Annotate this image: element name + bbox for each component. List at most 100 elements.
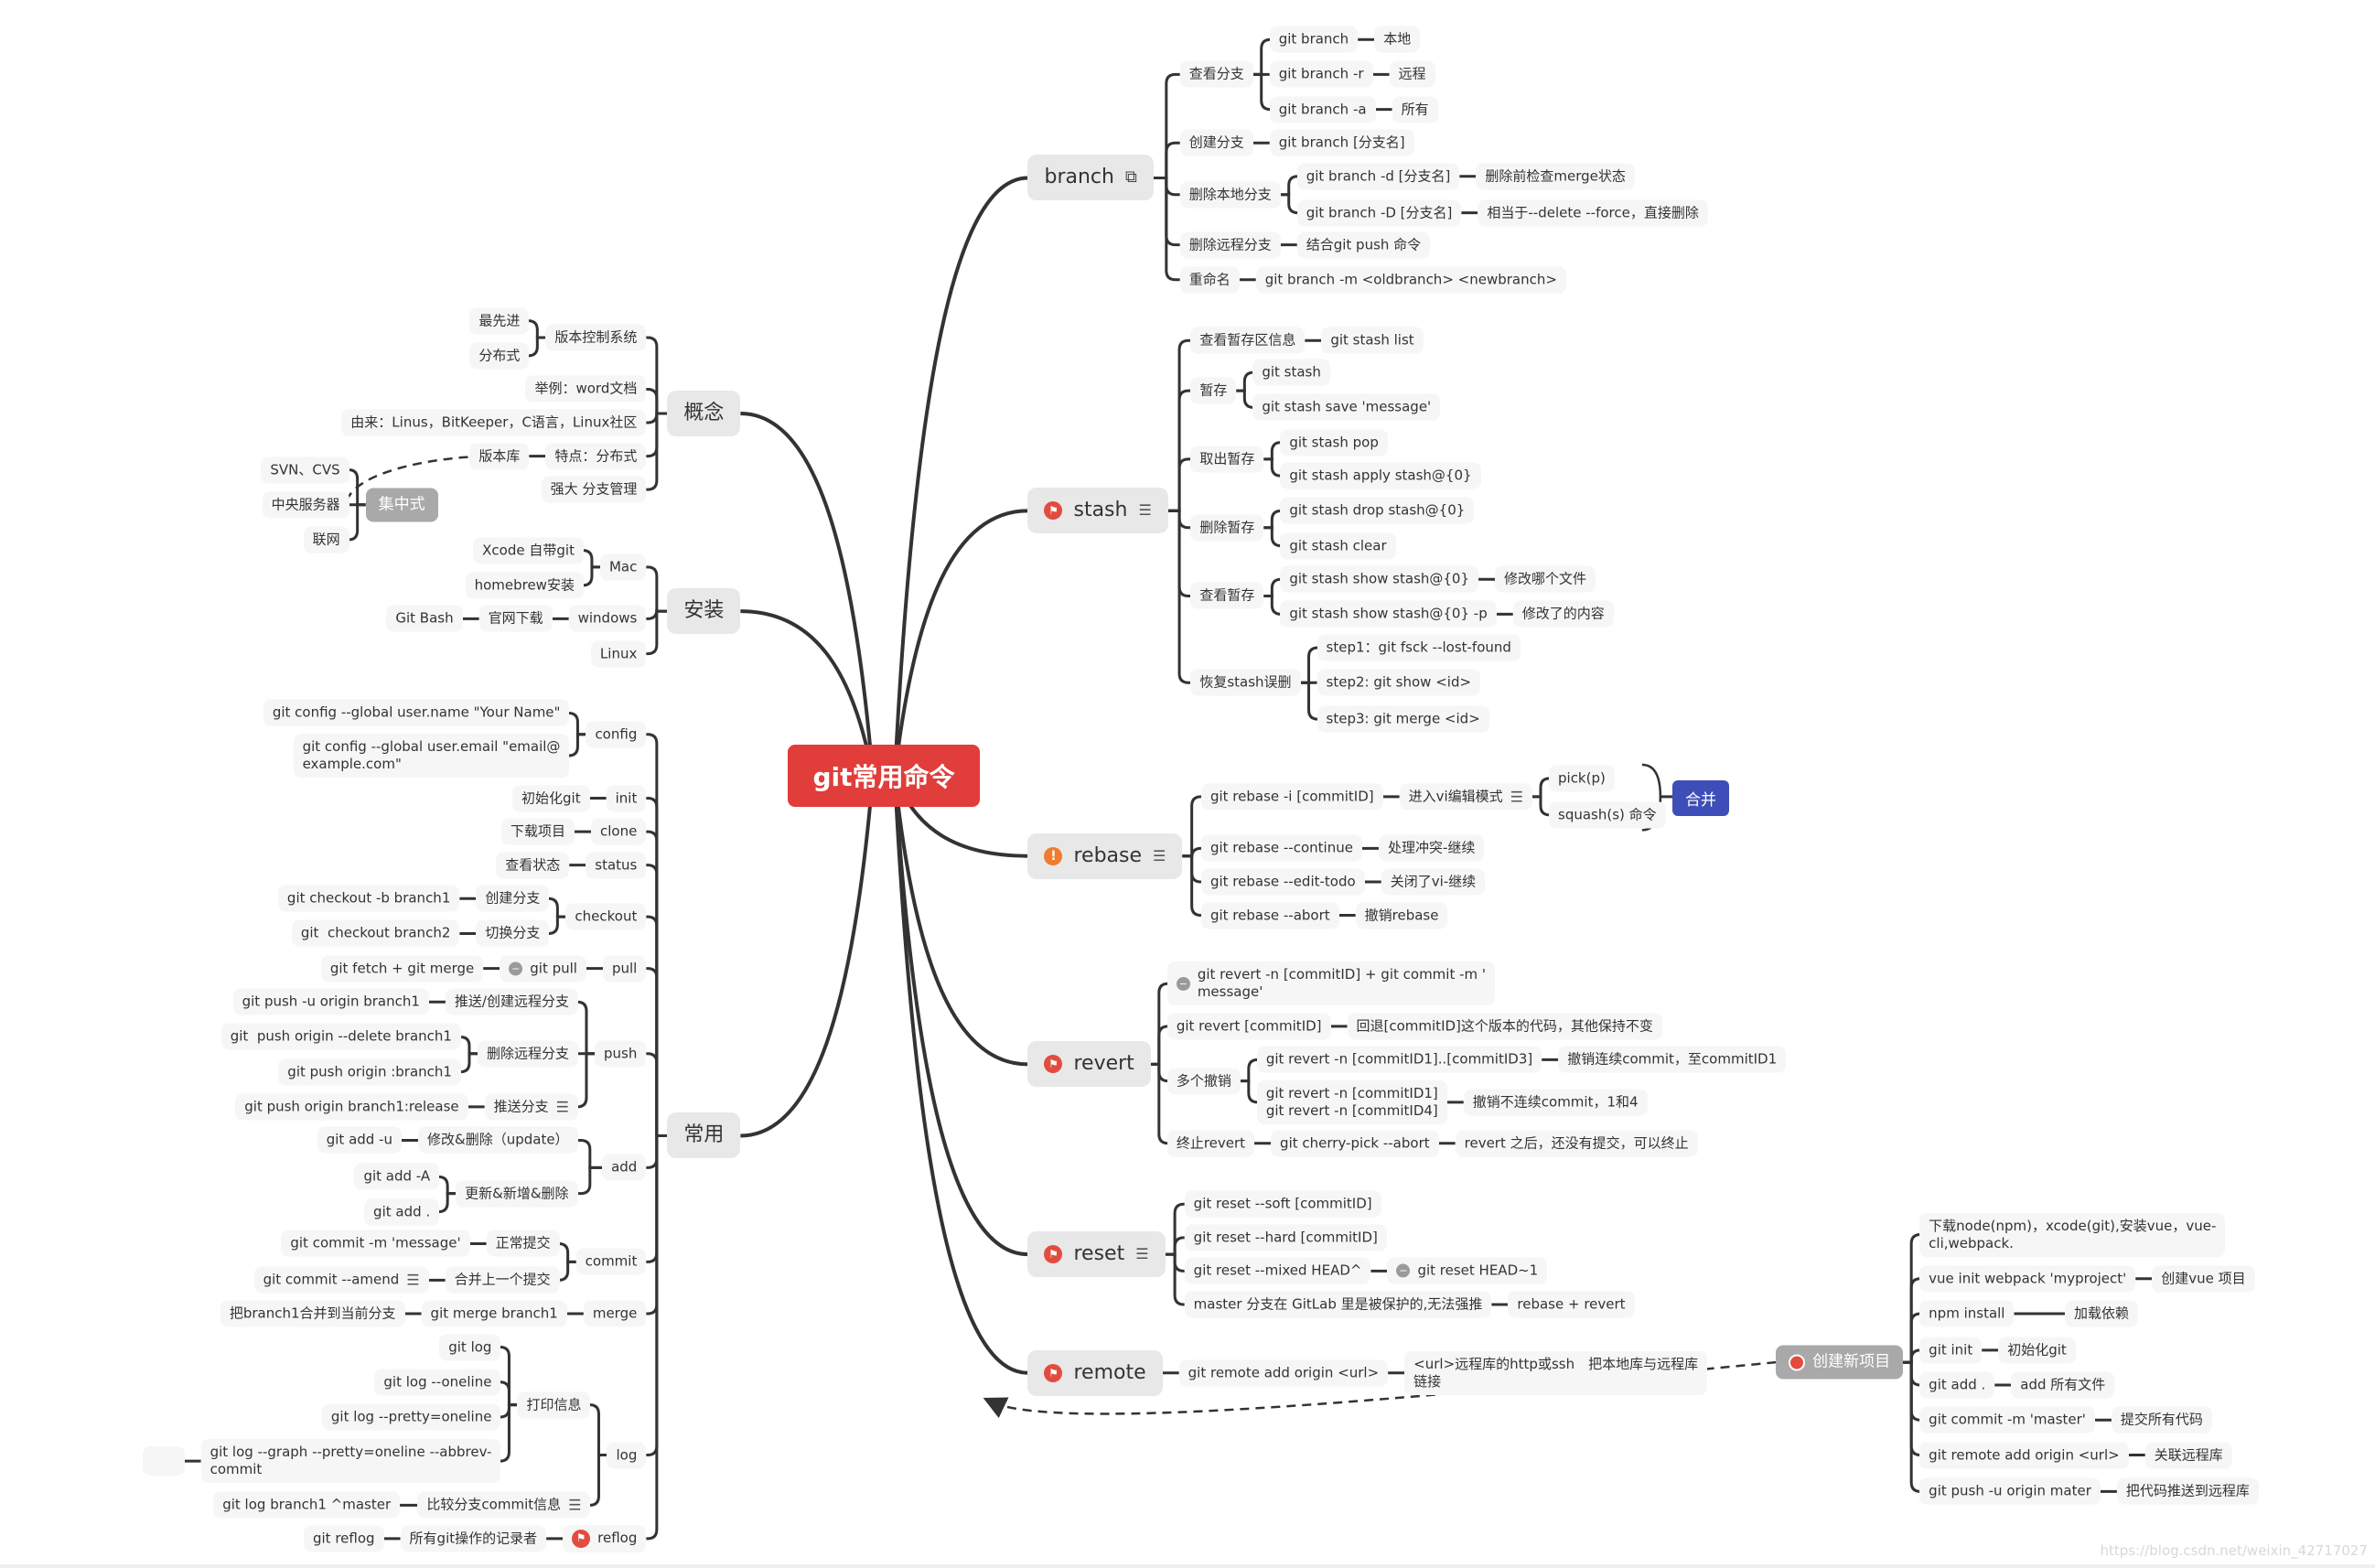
- subtopic[interactable]: npm install: [1919, 1300, 2015, 1327]
- subtopic[interactable]: <url>远程库的http或ssh 把本地库与远程库 链接: [1404, 1350, 1708, 1395]
- subtopic[interactable]: git stash: [1252, 359, 1330, 386]
- subtopic[interactable]: git add -u: [317, 1126, 402, 1154]
- subtopic[interactable]: git reflog: [303, 1525, 384, 1552]
- subtopic[interactable]: git branch [分支名]: [1269, 129, 1414, 156]
- subtopic[interactable]: 创建vue 项目: [2152, 1265, 2255, 1293]
- subtopic[interactable]: 所有: [1392, 96, 1438, 124]
- subtopic[interactable]: git log: [439, 1334, 501, 1360]
- subtopic[interactable]: log: [607, 1442, 647, 1468]
- subtopic[interactable]: merge: [583, 1300, 647, 1327]
- subtopic[interactable]: 联网: [303, 526, 349, 553]
- subtopic[interactable]: git branch -D [分支名]: [1296, 199, 1462, 227]
- subtopic[interactable]: config: [586, 721, 647, 748]
- subtopic[interactable]: 多个撤销: [1166, 1068, 1241, 1095]
- subtopic[interactable]: status: [586, 852, 647, 879]
- subtopic[interactable]: 版本控制系统: [545, 324, 647, 351]
- subtopic[interactable]: pull: [602, 955, 647, 983]
- subtopic[interactable]: 加载依赖: [2064, 1300, 2138, 1327]
- subtopic[interactable]: revert 之后，还没有提交，可以终止: [1455, 1130, 1698, 1157]
- subtopic[interactable]: 撤销连续commit，至commitID1: [1558, 1046, 1787, 1073]
- subtopic[interactable]: 修改哪个文件: [1495, 565, 1596, 593]
- summary-topic-merge[interactable]: 合并: [1672, 780, 1729, 816]
- subtopic[interactable]: git log --pretty=oneline: [321, 1403, 501, 1431]
- subtopic[interactable]: 最先进: [469, 307, 530, 335]
- subtopic[interactable]: git stash show stash@{0} -p: [1280, 600, 1497, 628]
- main-topic[interactable]: ⚑reset☰: [1027, 1231, 1166, 1278]
- subtopic[interactable]: 处理冲突-继续: [1378, 834, 1485, 862]
- subtopic[interactable]: git branch: [1269, 26, 1359, 53]
- subtopic[interactable]: ⚑reflog: [563, 1524, 647, 1552]
- subtopic[interactable]: git push origin --delete branch1: [220, 1023, 461, 1050]
- subtopic[interactable]: −git revert -n [commitID] + git commit -…: [1166, 961, 1496, 1006]
- subtopic[interactable]: −git reset HEAD~1: [1387, 1257, 1548, 1284]
- subtopic[interactable]: git push origin branch1:release: [235, 1093, 468, 1121]
- main-topic[interactable]: 常用: [667, 1112, 741, 1159]
- subtopic[interactable]: git push -u origin mater: [1919, 1477, 2101, 1505]
- subtopic[interactable]: git revert [commitID]: [1166, 1013, 1331, 1040]
- subtopic[interactable]: add: [602, 1154, 647, 1181]
- subtopic[interactable]: git add .: [364, 1198, 440, 1226]
- main-topic[interactable]: 安装: [667, 588, 741, 635]
- subtopic[interactable]: git branch -r: [1269, 60, 1373, 88]
- subtopic[interactable]: git remote add origin <url>: [1919, 1442, 2129, 1468]
- main-topic[interactable]: ⚑remote: [1027, 1349, 1163, 1396]
- subtopic[interactable]: Mac: [599, 553, 647, 581]
- subtopic[interactable]: git reset --mixed HEAD^: [1184, 1257, 1371, 1284]
- subtopic[interactable]: git stash pop: [1280, 429, 1388, 456]
- subtopic[interactable]: git rebase --edit-todo: [1200, 868, 1365, 896]
- subtopic[interactable]: 特点：分布式: [545, 443, 647, 470]
- floating-topic[interactable]: 创建新项目: [1776, 1345, 1904, 1380]
- subtopic[interactable]: 查看暂存区信息: [1190, 327, 1306, 354]
- subtopic[interactable]: git init: [1919, 1337, 1983, 1364]
- subtopic[interactable]: git checkout branch2: [291, 919, 460, 947]
- main-topic[interactable]: !rebase☰: [1027, 832, 1183, 879]
- subtopic[interactable]: git stash clear: [1280, 532, 1396, 560]
- subtopic[interactable]: 举例：word文档: [525, 375, 647, 403]
- main-topic[interactable]: ⚑stash☰: [1027, 488, 1168, 534]
- subtopic[interactable]: git add .: [1919, 1371, 1995, 1399]
- subtopic[interactable]: [142, 1446, 185, 1477]
- subtopic[interactable]: 查看暂存: [1190, 582, 1264, 609]
- subtopic[interactable]: git stash apply stash@{0}: [1280, 462, 1481, 489]
- subtopic[interactable]: Linux: [590, 640, 647, 668]
- subtopic[interactable]: git stash show stash@{0}: [1280, 565, 1479, 593]
- subtopic[interactable]: 推送分支☰: [484, 1093, 578, 1121]
- subtopic[interactable]: git commit --amend☰: [253, 1266, 429, 1294]
- subtopic[interactable]: 切换分支: [476, 919, 550, 947]
- subtopic[interactable]: windows: [568, 605, 647, 632]
- subtopic[interactable]: 强大 分支管理: [541, 476, 647, 503]
- subtopic[interactable]: 创建分支: [476, 885, 550, 912]
- subtopic[interactable]: git commit -m 'master': [1919, 1406, 2095, 1434]
- subtopic[interactable]: git merge branch1: [421, 1300, 567, 1327]
- subtopic[interactable]: homebrew安装: [465, 572, 584, 599]
- subtopic[interactable]: 取出暂存: [1190, 446, 1264, 473]
- subtopic[interactable]: SVN、CVS: [261, 456, 349, 484]
- subtopic[interactable]: 删除远程分支: [1179, 231, 1281, 259]
- subtopic[interactable]: git cherry-pick --abort: [1271, 1130, 1439, 1157]
- subtopic[interactable]: 合并上一个提交: [445, 1266, 560, 1294]
- subtopic[interactable]: 相当于--delete --force，直接删除: [1478, 199, 1708, 227]
- subtopic[interactable]: git checkout -b branch1: [277, 885, 460, 912]
- subtopic[interactable]: git config --global user.name "Your Name…: [263, 699, 570, 726]
- subtopic[interactable]: 提交所有代码: [2111, 1406, 2212, 1434]
- subtopic[interactable]: git log --graph --pretty=oneline --abbre…: [200, 1439, 501, 1484]
- subtopic[interactable]: 修改&删除（update）: [418, 1126, 578, 1154]
- subtopic[interactable]: 本地: [1374, 26, 1421, 53]
- subtopic[interactable]: git log --oneline: [374, 1369, 501, 1396]
- subtopic[interactable]: 远程: [1389, 60, 1435, 88]
- subtopic[interactable]: git stash save 'message': [1252, 393, 1441, 421]
- subtopic[interactable]: master 分支在 GitLab 里是被保护的,无法强推: [1184, 1291, 1492, 1318]
- subtopic[interactable]: git branch -d [分支名]: [1296, 163, 1460, 190]
- subtopic[interactable]: 撤销不连续commit，1和4: [1463, 1089, 1648, 1116]
- subtopic[interactable]: git rebase --continue: [1200, 834, 1362, 862]
- subtopic[interactable]: vue init webpack 'myproject': [1919, 1265, 2136, 1293]
- subtopic[interactable]: commit: [575, 1248, 647, 1275]
- subtopic[interactable]: Git Bash: [386, 605, 463, 632]
- subtopic[interactable]: git remote add origin <url>: [1178, 1359, 1389, 1387]
- main-topic[interactable]: 概念: [667, 391, 741, 437]
- subtopic[interactable]: add 所有文件: [2011, 1371, 2115, 1399]
- subtopic[interactable]: 由来：Linus，BitKeeper，C语言，Linux社区: [341, 409, 647, 436]
- subtopic[interactable]: 下载项目: [501, 818, 575, 845]
- subtopic[interactable]: 进入vi编辑模式☰: [1399, 783, 1532, 811]
- subtopic[interactable]: git stash drop stash@{0}: [1280, 497, 1475, 524]
